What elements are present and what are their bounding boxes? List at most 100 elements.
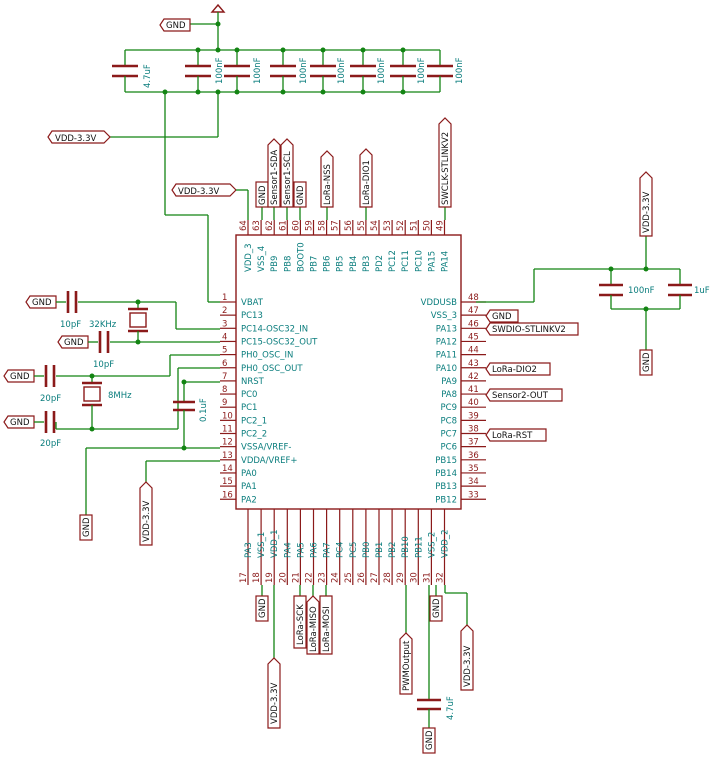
svg-text:GND: GND <box>64 338 84 348</box>
net-label-lora-mosi: LoRa-MOSI <box>319 595 333 655</box>
top-pin-row: 64VDD_363VSS_462PB961PB860BOOT059PB758PB… <box>239 220 451 272</box>
pin-number: 20 <box>278 572 288 583</box>
pin-number: 28 <box>383 572 393 583</box>
pin-name: VSS_3 <box>431 311 457 321</box>
net-label-sensor1-sda: Sensor1-SDA <box>267 138 281 208</box>
pin-number: 57 <box>331 220 341 231</box>
pin-number: 30 <box>409 572 419 583</box>
pin-name: PA5 <box>296 542 306 558</box>
svg-text:32KHz: 32KHz <box>89 320 117 330</box>
gnd-label-pin47: GND <box>485 309 519 323</box>
svg-text:LoRa-MOSI: LoRa-MOSI <box>322 606 332 652</box>
pin-number: 38 <box>468 425 479 435</box>
pin-name: PH0_OSC_OUT <box>241 364 303 374</box>
pin-number: 60 <box>291 220 301 231</box>
vdd-label-right: VDD-3.3V <box>639 171 653 237</box>
left-side-circuit: GND 10pF 32KHz GND 10pF <box>3 291 220 546</box>
pin-name: PC1 <box>241 403 257 413</box>
gnd-label-pin63: GND <box>255 181 269 208</box>
pin-number: 6 <box>222 359 227 369</box>
svg-text:100nF: 100nF <box>417 57 427 84</box>
pin-name: VDD_2 <box>441 529 451 558</box>
gnd-label-right: GND <box>639 349 653 376</box>
pin-name: PB11 <box>414 536 424 558</box>
svg-text:VDD-3.3V: VDD-3.3V <box>178 187 219 197</box>
net-label-pwmoutput: PWMOutput <box>399 632 413 695</box>
pin-number: 24 <box>331 572 341 583</box>
pin-number: 56 <box>344 220 354 231</box>
svg-text:20pF: 20pF <box>40 439 61 449</box>
capacitor-4.7uF-top: 4.7uF <box>112 50 153 92</box>
pin-name: PB12 <box>435 495 457 505</box>
pin-number: 37 <box>468 438 479 448</box>
pin-number: 22 <box>305 572 315 583</box>
pin-number: 8 <box>222 385 227 395</box>
vdd-label-pin32: VDD-3.3V <box>460 624 474 691</box>
pin-name: PH0_OSC_IN <box>241 351 293 361</box>
pin-name: PA12 <box>436 337 457 347</box>
pin-number: 16 <box>222 490 233 500</box>
capacitor-20pF-2: 20pF <box>40 411 61 449</box>
pin-number: 40 <box>468 398 479 408</box>
svg-text:100nF: 100nF <box>455 57 465 84</box>
pin-name: PC6 <box>441 443 457 453</box>
pin-name: PB8 <box>283 256 293 272</box>
pin-number: 55 <box>357 220 367 231</box>
capacitor-100nF-3: 100nF <box>270 50 309 92</box>
svg-text:GND: GND <box>10 372 30 382</box>
pin-number: 29 <box>396 572 406 583</box>
pin-number: 19 <box>265 572 275 583</box>
pin-number: 23 <box>318 572 328 583</box>
svg-text:GND: GND <box>258 598 268 618</box>
pin-number: 12 <box>222 438 233 448</box>
gnd-label-vssa: GND <box>79 514 93 541</box>
pin-number: 49 <box>436 220 446 231</box>
pin-number: 21 <box>291 572 301 583</box>
pin-name: VSSA/VREF- <box>241 443 292 453</box>
capacitor-100nF-6: 100nF <box>390 50 427 92</box>
pin-name: VSS_1 <box>257 532 267 558</box>
pin-number: 32 <box>436 572 446 583</box>
pin-number: 43 <box>468 359 479 369</box>
pin-name: PB15 <box>435 456 457 466</box>
svg-text:10pF: 10pF <box>93 360 114 370</box>
svg-text:LoRa-DIO1: LoRa-DIO1 <box>362 160 372 205</box>
pin-name: PA4 <box>283 542 293 558</box>
pin-name: NRST <box>241 377 265 387</box>
pin-name: PC11 <box>401 250 411 272</box>
pin-number: 10 <box>222 411 233 421</box>
svg-text:VDD-3.3V: VDD-3.3V <box>142 501 152 542</box>
pin-name: PC8 <box>441 416 457 426</box>
gnd-label-left-3: GND <box>3 369 35 383</box>
svg-text:LoRa-NSS: LoRa-NSS <box>323 164 333 205</box>
pin-number: 47 <box>468 306 479 316</box>
pin-name: PB5 <box>336 256 346 272</box>
svg-text:VDD-3.3V: VDD-3.3V <box>270 683 280 724</box>
pin-number: 14 <box>222 464 233 474</box>
capacitor-4.7uF-bottom: 4.7uF <box>417 696 456 720</box>
top-net-labels: GND Sensor1-SDA Sensor1-SCL GND LoRa-NSS <box>255 117 452 220</box>
svg-text:VDD-3.3V: VDD-3.3V <box>642 192 652 233</box>
net-label-lora-dio1: LoRa-DIO1 <box>359 148 373 208</box>
gnd-label-pin31: GND <box>429 595 443 622</box>
pin-number: 9 <box>222 398 227 408</box>
